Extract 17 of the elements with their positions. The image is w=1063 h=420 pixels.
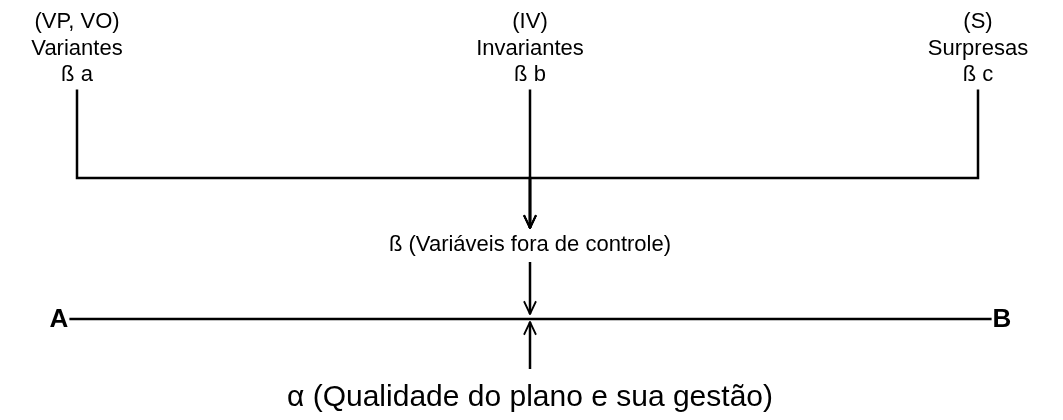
point-label: A [49,302,69,334]
category-label: ß b [513,61,547,88]
category-label: Surpresas [927,34,1029,61]
category-label: (VP, VO) [33,8,121,35]
variable-label: ß (Variáveis fora de controle) [389,230,671,258]
category-label: ß a [60,61,94,88]
category-label: (IV) [511,8,549,35]
category-label: Variantes [31,34,123,61]
connector-line [69,317,992,321]
category-label: Invariantes [476,34,584,61]
category-label: (S) [962,8,994,35]
variable-label: α (Qualidade do plano e sua gestão) [287,378,773,414]
point-label: B [992,302,1012,334]
arrow [523,89,980,229]
arrow [523,262,537,315]
arrow [523,321,537,369]
category-label: ß c [961,61,995,88]
